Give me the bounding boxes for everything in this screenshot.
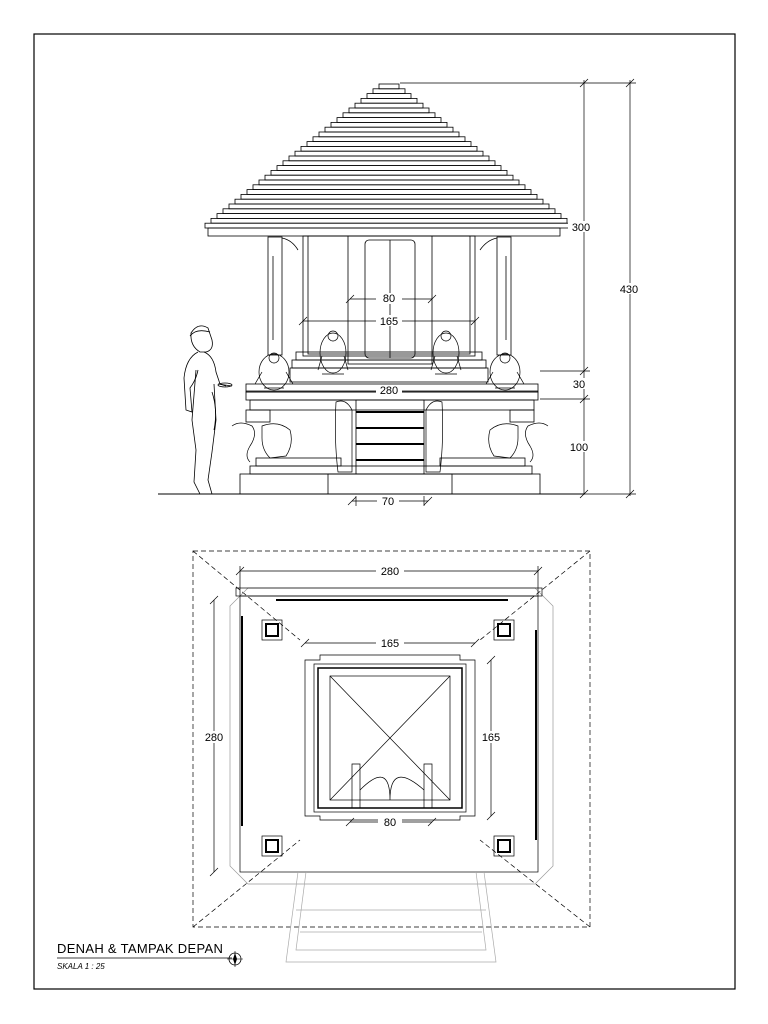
dim-door-width: 80 <box>383 293 395 305</box>
roof-tier <box>312 136 466 143</box>
human-scale-figure <box>183 325 233 495</box>
base-ornaments <box>231 400 549 473</box>
roof-tier <box>282 160 496 167</box>
roof-tier <box>294 150 484 157</box>
stairs <box>355 399 425 475</box>
roof-tier <box>330 122 448 128</box>
roof-tier <box>288 155 490 162</box>
guardian-statues <box>254 330 525 391</box>
statue-left-inner <box>317 330 349 375</box>
stepped-roof <box>204 83 574 229</box>
dim-total-height: 430 <box>620 284 638 296</box>
roof-tier <box>264 174 514 181</box>
dim-base-height: 100 <box>570 442 588 454</box>
dim-plan-outer-depth: 280 <box>205 732 223 744</box>
dim-platform-width: 280 <box>380 385 398 397</box>
roof-tier <box>336 117 442 123</box>
roof-tier <box>348 107 430 114</box>
statue-right-outer <box>485 352 525 391</box>
dim-mid-height: 30 <box>573 379 585 391</box>
plan-stairs <box>285 871 497 963</box>
roof-tier <box>372 88 406 95</box>
dim-roof-height: 300 <box>572 222 590 234</box>
front-elevation <box>158 83 585 495</box>
plan-columns <box>261 619 515 857</box>
roof-tier <box>258 179 520 186</box>
drawing-title: DENAH & TAMPAK DEPAN <box>57 941 224 956</box>
roof-tier <box>216 213 562 219</box>
roof-tier <box>204 222 574 229</box>
dim-plan-door-width: 80 <box>384 817 396 829</box>
dim-shrine-width: 165 <box>380 316 398 328</box>
drawing-scale: SKALA 1 : 25 <box>57 962 105 971</box>
roof-tier <box>228 203 550 210</box>
roof-tier <box>222 208 556 215</box>
roof-tier <box>354 102 424 109</box>
roof-tier <box>300 145 478 152</box>
sheet-border <box>33 33 736 990</box>
platform <box>239 383 541 495</box>
roof-tier <box>246 189 532 195</box>
roof-eave <box>207 227 561 237</box>
statue-left-outer <box>254 352 294 391</box>
dim-plan-inner-width: 165 <box>381 638 399 650</box>
roof-tier <box>318 131 460 138</box>
dim-stair-width: 70 <box>382 496 394 508</box>
roof-tier <box>252 184 526 191</box>
roof-tier <box>366 93 412 99</box>
plan-shrine <box>304 654 476 821</box>
dim-plan-outer-width: 280 <box>381 566 399 578</box>
roof-outline-dashed <box>192 550 591 928</box>
plan-dimensions <box>209 566 543 877</box>
roof-tier <box>342 112 436 119</box>
roof-tier <box>270 169 508 176</box>
north-arrow-icon <box>227 951 243 967</box>
roof-tier <box>360 98 418 104</box>
roof-tier <box>240 193 538 200</box>
statue-right-inner <box>430 330 462 375</box>
columns <box>267 236 512 356</box>
roof-tier <box>276 165 502 171</box>
dim-plan-inner-depth: 165 <box>482 732 500 744</box>
roof-tier <box>378 83 400 90</box>
roof-tier <box>234 198 544 205</box>
floor-plan <box>192 550 591 963</box>
roof-tier <box>210 217 568 224</box>
roof-tier <box>324 126 454 133</box>
roof-tier <box>306 141 472 147</box>
